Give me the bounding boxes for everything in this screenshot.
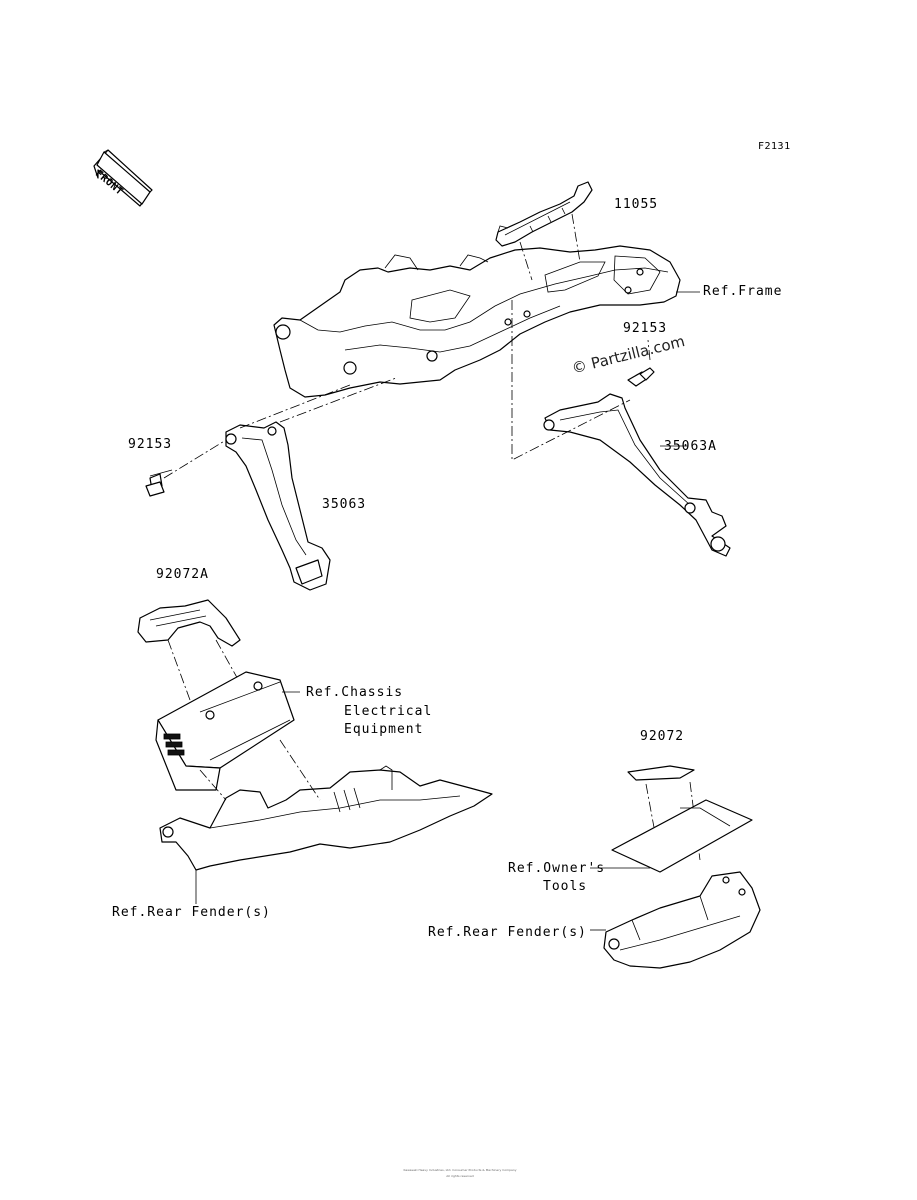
bolt-92153-left-drawing: [145, 439, 227, 497]
label-92153-left: 92153: [128, 437, 173, 452]
leader-lines: [149, 291, 700, 931]
label-ref-rear-fender-left: Ref.Rear Fender(s): [112, 905, 271, 920]
battery-drawing: [155, 671, 295, 791]
label-ref-frame: Ref.Frame: [703, 284, 783, 299]
rear-fender-left-drawing: [159, 739, 493, 871]
label-92153-right: 92153: [623, 321, 668, 336]
step-bracket-35063A-drawing: [511, 300, 731, 557]
step-bracket-35063-drawing: [225, 377, 397, 591]
footer-line-1: Kawasaki Heavy Industries, Ltd. Consumer…: [403, 1168, 517, 1172]
frame-drawing: [273, 245, 681, 398]
label-ref-owners-2: Tools: [543, 879, 588, 894]
label-11055: 11055: [614, 197, 659, 212]
figure-code: F2131: [758, 141, 791, 152]
rear-fender-right-drawing: [603, 871, 761, 969]
label-35063A: 35063A: [664, 439, 717, 454]
label-92072A: 92072A: [156, 567, 209, 582]
label-ref-chassis-1: Ref.Chassis: [306, 685, 404, 700]
label-92072: 92072: [640, 729, 685, 744]
label-ref-chassis-3: Equipment: [344, 722, 424, 737]
front-arrow-icon: [93, 149, 153, 207]
footer-line-2: All rights reserved: [446, 1174, 474, 1178]
strap-92072A-drawing: [137, 599, 245, 701]
bolt-92153-right-drawing: [627, 339, 655, 387]
label-ref-owners-1: Ref.Owner's: [508, 861, 606, 876]
owners-tools-drawing: [611, 799, 753, 873]
label-35063: 35063: [322, 497, 367, 512]
label-ref-rear-fender-right: Ref.Rear Fender(s): [428, 925, 587, 940]
label-ref-chassis-2: Electrical: [344, 704, 433, 719]
bracket-11055-drawing: [495, 181, 593, 281]
